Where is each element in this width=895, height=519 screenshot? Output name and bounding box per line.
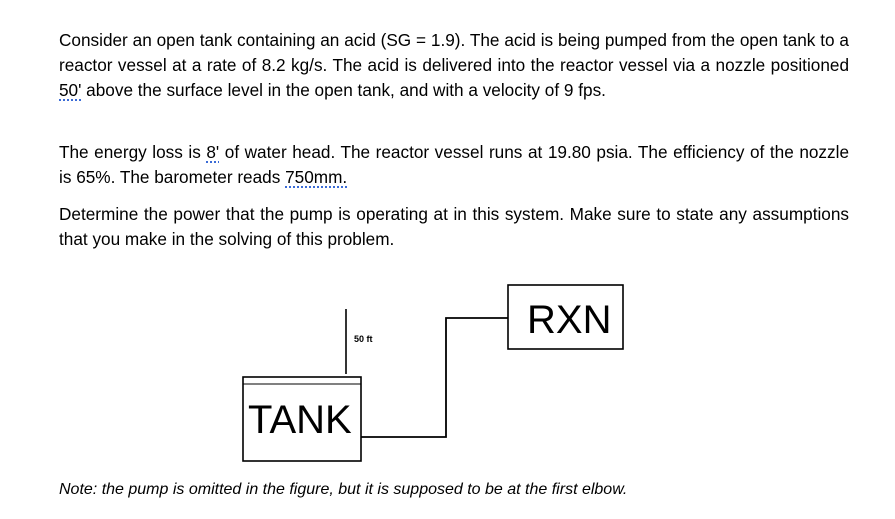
pipe-line (361, 317, 508, 438)
problem-paragraph-1: Consider an open tank containing an acid… (59, 28, 849, 103)
footnote: Note: the pump is omitted in the figure,… (59, 481, 628, 498)
reactor-outline (507, 284, 624, 350)
energy-loss-value: 8' (206, 142, 220, 162)
paragraph-1-text-b: above the surface level in the open tank… (81, 80, 606, 100)
paragraph-2-text-b: of water head. The reactor vessel runs a… (59, 142, 850, 187)
paragraph-1-text-a: Consider an open tank containing an acid… (59, 30, 849, 75)
problem-paragraph-2: The energy loss is 8' of water head. The… (59, 140, 849, 190)
problem-paragraph-3: Determine the power that the pump is ope… (59, 204, 849, 249)
paragraph-2-text-a: The energy loss is (59, 142, 207, 162)
height-label: 50 ft (354, 334, 373, 344)
nozzle-height-value: 50' (59, 80, 82, 100)
tank-label: TANK (248, 398, 352, 442)
tank-outline (242, 376, 362, 462)
reactor-label: RXN (527, 298, 611, 342)
barometer-value: 750mm. (285, 167, 348, 187)
